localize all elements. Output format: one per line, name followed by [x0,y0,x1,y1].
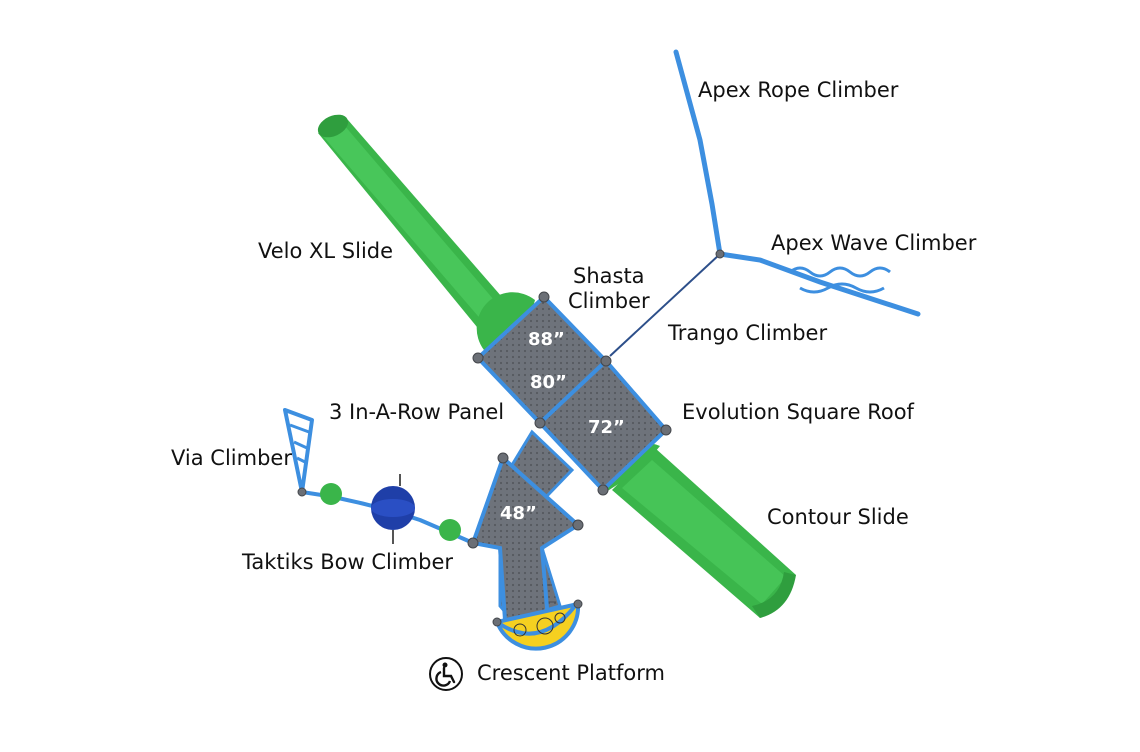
label-contour-slide: Contour Slide [767,505,909,529]
deck-height-c: 72” [588,417,625,438]
deck-height-d: 48” [500,503,537,524]
label-shasta-climber-line2: Climber [568,289,650,313]
label-three-in-a-row-panel: 3 In-A-Row Panel [329,400,505,424]
label-taktiks-bow-climber: Taktiks Bow Climber [242,550,454,574]
label-via-climber: Via Climber [171,446,292,470]
velo-xl-slide [317,114,535,355]
deck-height-b: 80” [530,372,567,393]
label-trango-climber: Trango Climber [668,321,828,345]
label-evolution-square-roof: Evolution Square Roof [682,400,914,424]
apex-wave-climber-shape [717,251,921,317]
label-apex-rope-climber: Apex Rope Climber [698,78,899,102]
deck-height-a: 88” [528,329,565,350]
trango-climber-line [609,253,721,357]
via-climber-shape [283,408,314,494]
wheelchair-accessible-icon [429,657,463,691]
apex-rope-climber-line [673,49,723,257]
crescent-platform-shape [494,601,581,651]
label-velo-xl-slide: Velo XL Slide [258,239,394,263]
taktiks-bow-climber-shape [301,474,474,545]
posts [297,249,725,627]
label-crescent-platform: Crescent Platform [477,661,665,685]
label-apex-wave-climber: Apex Wave Climber [771,231,977,255]
contour-slide [604,443,796,618]
label-shasta-climber-line1: Shasta [573,264,645,288]
deck-48 [470,454,582,622]
